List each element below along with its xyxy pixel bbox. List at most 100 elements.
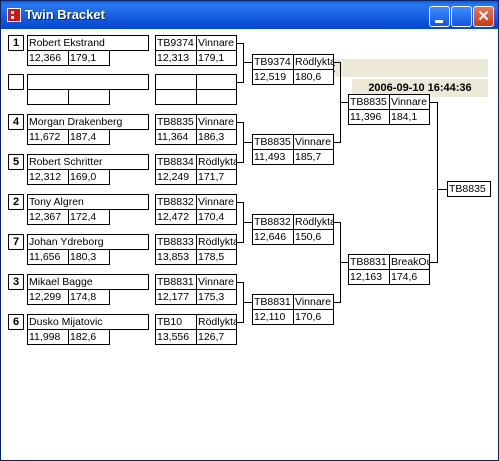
round3-stat-2: 174,6 — [389, 269, 430, 285]
player-stat-1 — [27, 89, 69, 105]
bracket-line — [237, 43, 244, 44]
player-stat-2 — [68, 89, 110, 105]
round2-result: Vinnare — [293, 294, 334, 310]
entry-stat-2: 170,4 — [196, 209, 237, 225]
bracket-line — [237, 122, 244, 123]
player-name: Dusko Mijatovic — [27, 314, 149, 330]
minimize-icon — [435, 20, 443, 23]
timestamp-label: 2006-09-10 16:44:36 — [352, 79, 488, 97]
close-icon: ✕ — [477, 8, 490, 25]
round3-code: TB8831 — [348, 254, 390, 270]
round2-stat-1: 11,493 — [252, 149, 294, 165]
entry-result: Vinnare — [196, 35, 237, 51]
seed-number: 2 — [8, 194, 24, 210]
entry-stat-2: 186,3 — [196, 129, 237, 145]
bracket-area: Twin Bracket 2006-09-10 16:44:36 1 Rober… — [1, 29, 498, 460]
entry-stat-2: 179,1 — [196, 50, 237, 66]
round3-code: TB8835 — [348, 94, 390, 110]
round2-code: TB9374 — [252, 54, 294, 70]
player-stat-2: 174,8 — [68, 289, 110, 305]
player-stat-2: 182,6 — [68, 329, 110, 345]
entry-stat-1: 12,313 — [155, 50, 197, 66]
entry-result: Vinnare — [196, 274, 237, 290]
entry-code: TB8834 — [155, 154, 197, 170]
close-button[interactable]: ✕ — [473, 6, 494, 27]
bracket-line — [243, 222, 252, 223]
title-bar[interactable]: Twin Bracket ✕ — [1, 1, 498, 29]
player-name: Morgan Drakenberg — [27, 114, 149, 130]
entry-result: Rödlykta — [196, 314, 237, 330]
round2-result: Rödlykta — [293, 54, 334, 70]
player-name: Mikael Bagge — [27, 274, 149, 290]
seed-number: 6 — [8, 314, 24, 330]
bracket-line — [237, 322, 244, 323]
round2-result: Rödlykta — [293, 214, 334, 230]
seed-number: 1 — [8, 35, 24, 51]
player-name: Johan Ydreborg — [27, 234, 149, 250]
entry-stat-1: 13,556 — [155, 329, 197, 345]
round2-stat-2: 185,7 — [293, 149, 334, 165]
player-stat-1: 12,367 — [27, 209, 69, 225]
bracket-line — [237, 82, 244, 83]
entry-stat-1 — [155, 89, 197, 105]
bracket-line — [243, 43, 244, 83]
round2-code: TB8831 — [252, 294, 294, 310]
player-stat-1: 12,299 — [27, 289, 69, 305]
entry-stat-1: 12,249 — [155, 169, 197, 185]
entry-stat-1: 12,177 — [155, 289, 197, 305]
entry-result: Rödlykta — [196, 234, 237, 250]
seed-number: 4 — [8, 114, 24, 130]
round3-result: BreakOut — [389, 254, 430, 270]
round2-stat-1: 12,110 — [252, 309, 294, 325]
player-stat-1: 11,672 — [27, 129, 69, 145]
entry-code: TB8833 — [155, 234, 197, 250]
player-stat-1: 11,998 — [27, 329, 69, 345]
round2-stat-1: 12,519 — [252, 69, 294, 85]
app-icon[interactable] — [7, 8, 21, 22]
round3-stat-2: 184,1 — [389, 109, 430, 125]
entry-stat-2: 175,3 — [196, 289, 237, 305]
player-stat-2: 172,4 — [68, 209, 110, 225]
entry-code: TB10 — [155, 314, 197, 330]
player-stat-1: 12,366 — [27, 50, 69, 66]
player-stat-2: 169,0 — [68, 169, 110, 185]
entry-code: TB9374 — [155, 35, 197, 51]
entry-code: TB8831 — [155, 274, 197, 290]
final-winner-code: TB8835 — [447, 181, 491, 197]
bracket-line — [237, 162, 244, 163]
round2-code: TB8832 — [252, 214, 294, 230]
entry-stat-1: 11,364 — [155, 129, 197, 145]
bracket-line — [243, 142, 252, 143]
maximize-button[interactable] — [451, 6, 472, 27]
entry-result — [196, 74, 237, 90]
entry-result: Vinnare — [196, 114, 237, 130]
bracket-line — [430, 102, 438, 103]
round2-stat-2: 180,6 — [293, 69, 334, 85]
entry-stat-1: 13,853 — [155, 249, 197, 265]
window-title: Twin Bracket — [25, 7, 105, 22]
entry-result: Vinnare — [196, 194, 237, 210]
bracket-line — [237, 202, 244, 203]
bracket-line — [334, 62, 341, 63]
bracket-line — [334, 222, 341, 223]
bracket-line — [243, 302, 252, 303]
entry-stat-2: 126,7 — [196, 329, 237, 345]
minimize-button[interactable] — [429, 6, 450, 27]
bracket-line — [340, 262, 348, 263]
player-stat-1: 11,656 — [27, 249, 69, 265]
player-stat-1: 12,312 — [27, 169, 69, 185]
bracket-line — [334, 142, 341, 143]
bracket-line — [430, 262, 438, 263]
bracket-line — [243, 62, 252, 63]
seed-number: 5 — [8, 154, 24, 170]
player-stat-2: 187,4 — [68, 129, 110, 145]
round2-stat-2: 150,6 — [293, 229, 334, 245]
entry-code: TB8835 — [155, 114, 197, 130]
seed-number — [8, 74, 24, 90]
entry-stat-2 — [196, 89, 237, 105]
round2-stat-2: 170,6 — [293, 309, 334, 325]
entry-stat-1: 12,472 — [155, 209, 197, 225]
round3-result: Vinnare — [389, 94, 430, 110]
entry-code — [155, 74, 197, 90]
